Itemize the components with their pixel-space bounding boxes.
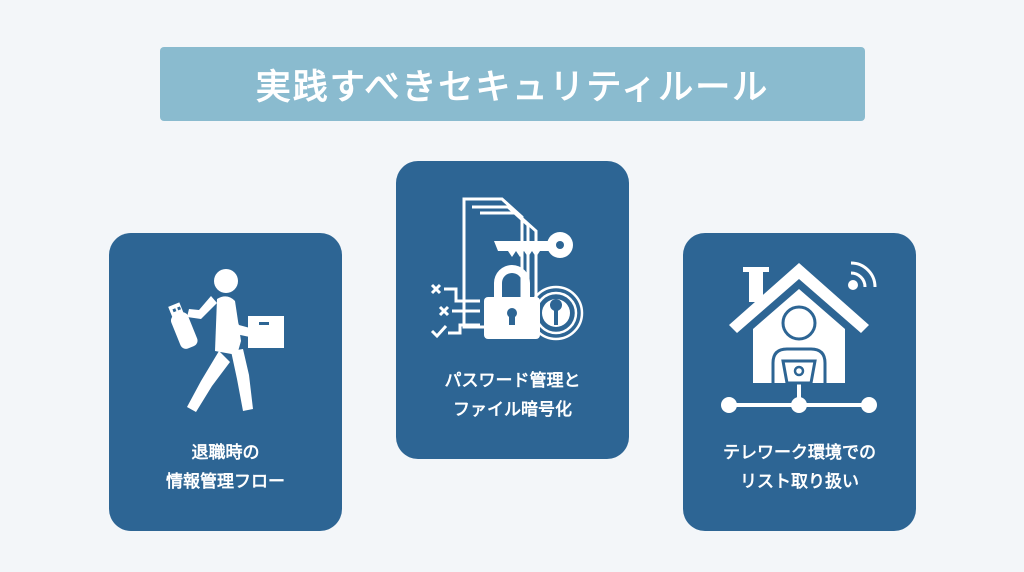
card-label-line2: 情報管理フロー [166,472,285,492]
card-label-line2: ファイル暗号化 [453,400,572,420]
card-label-line1: テレワーク環境での [723,443,876,463]
card-password-file-encryption: パスワード管理と ファイル暗号化 [396,161,629,459]
person-carrying-usb-and-box-icon [168,269,284,412]
card-label: パスワード管理と ファイル暗号化 [396,367,629,425]
telework-house-network-icon [721,261,877,413]
password-file-encryption-icon [430,197,584,341]
card-retirement-info-flow: 退職時の 情報管理フロー [109,233,342,531]
page-title: 実践すべきセキュリティルール [255,67,770,108]
card-label: テレワーク環境での リスト取り扱い [683,439,916,497]
card-label-line1: パスワード管理と [444,371,581,391]
card-label-line1: 退職時の [191,443,260,463]
card-telework-risk-handling: テレワーク環境での リスト取り扱い [683,233,916,531]
card-label: 退職時の 情報管理フロー [109,439,342,497]
card-label-line2: リスト取り扱い [740,472,859,492]
title-banner: 実践すべきセキュリティルール [160,47,865,121]
